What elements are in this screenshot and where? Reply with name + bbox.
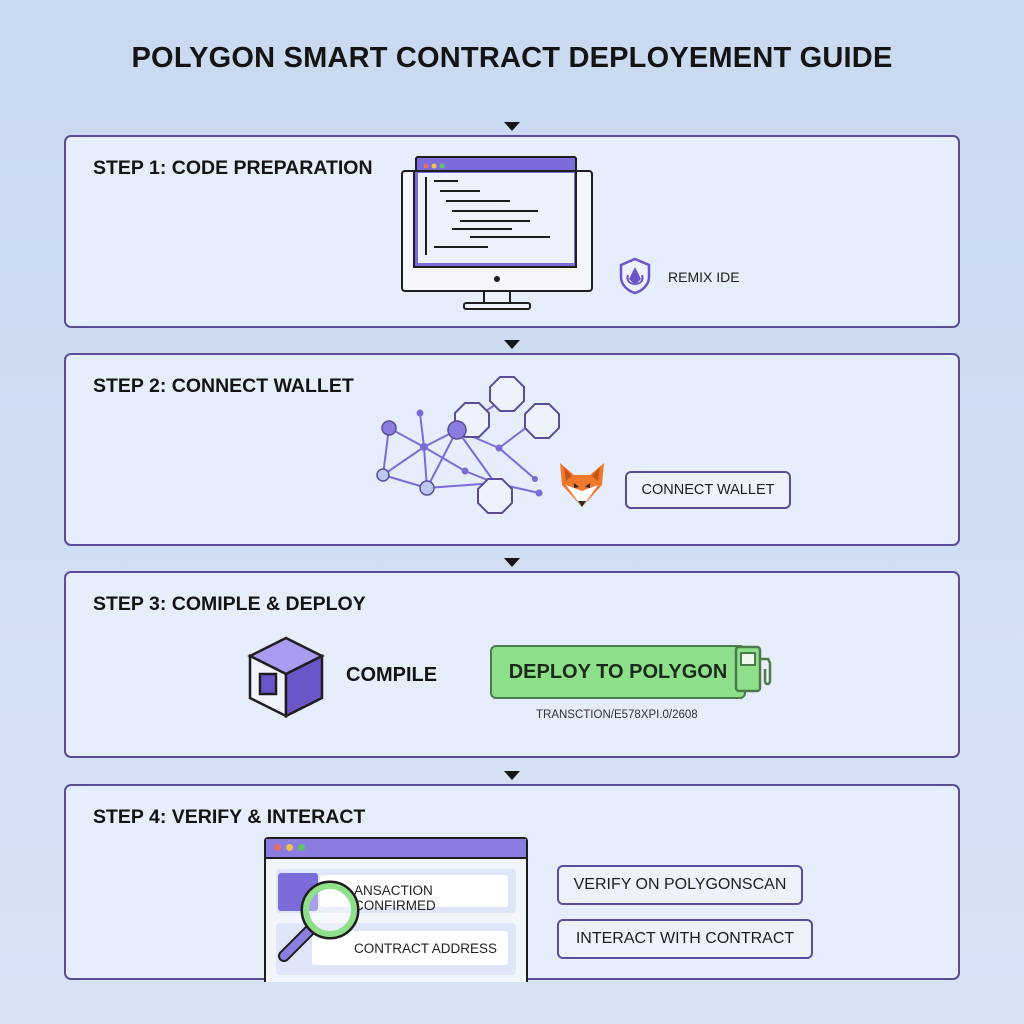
minimize-dot-icon bbox=[286, 844, 293, 851]
flow-arrow-4 bbox=[504, 771, 520, 780]
network-graph-icon bbox=[376, 376, 560, 514]
step-3-card: STEP 3: COMIPLE & DEPLOY COMPILE DEPLOY … bbox=[64, 571, 960, 758]
maximize-dot-icon bbox=[298, 844, 305, 851]
remix-ide-label: REMIX IDE bbox=[668, 269, 740, 285]
step-1-card: STEP 1: CODE PREPARATION REMIX IDE bbox=[64, 135, 960, 328]
verify-on-polygonscan-button[interactable]: VERIFY ON POLYGONSCAN bbox=[557, 865, 803, 905]
step-2-card: STEP 2: CONNECT WALLET bbox=[64, 353, 960, 546]
magnifier-icon bbox=[278, 880, 360, 962]
browser-title-bar bbox=[266, 839, 526, 859]
flow-arrow-1 bbox=[504, 122, 520, 131]
transaction-hash-text: TRANSCTION/E578XPI.0/2608 bbox=[536, 709, 698, 721]
step-2-title: STEP 2: CONNECT WALLET bbox=[93, 375, 354, 397]
compile-button[interactable]: COMPILE bbox=[346, 664, 438, 686]
monitor-icon bbox=[401, 156, 593, 310]
step-4-card: STEP 4: VERIFY & INTERACT ANSACTION CONF… bbox=[64, 784, 960, 982]
step-4-title: STEP 4: VERIFY & INTERACT bbox=[93, 806, 366, 828]
flow-arrow-2 bbox=[504, 340, 520, 349]
metamask-fox-icon bbox=[560, 463, 604, 507]
address-field bbox=[312, 931, 508, 965]
deploy-to-polygon-button[interactable]: DEPLOY TO POLYGON bbox=[490, 645, 746, 699]
flow-arrow-3 bbox=[504, 558, 520, 567]
interact-with-contract-button[interactable]: INTERACT WITH CONTRACT bbox=[557, 919, 813, 959]
step-3-title: STEP 3: COMIPLE & DEPLOY bbox=[93, 593, 366, 615]
gas-pump-icon bbox=[734, 645, 772, 693]
step-1-title: STEP 1: CODE PREPARATION bbox=[93, 157, 373, 179]
contract-address-text: CONTRACT ADDRESS bbox=[354, 941, 498, 956]
transaction-confirmed-text: ANSACTION CONFIRMED bbox=[354, 883, 436, 913]
page-title: POLYGON SMART CONTRACT DEPLOYEMENT GUIDE bbox=[131, 42, 893, 74]
close-dot-icon bbox=[274, 844, 281, 851]
remix-shield-icon bbox=[619, 257, 651, 295]
cube-icon bbox=[247, 636, 325, 719]
connect-wallet-button[interactable]: CONNECT WALLET bbox=[625, 471, 791, 509]
browser-window: ANSACTION CONFIRMED CONTRACT ADDRESS bbox=[264, 837, 528, 982]
